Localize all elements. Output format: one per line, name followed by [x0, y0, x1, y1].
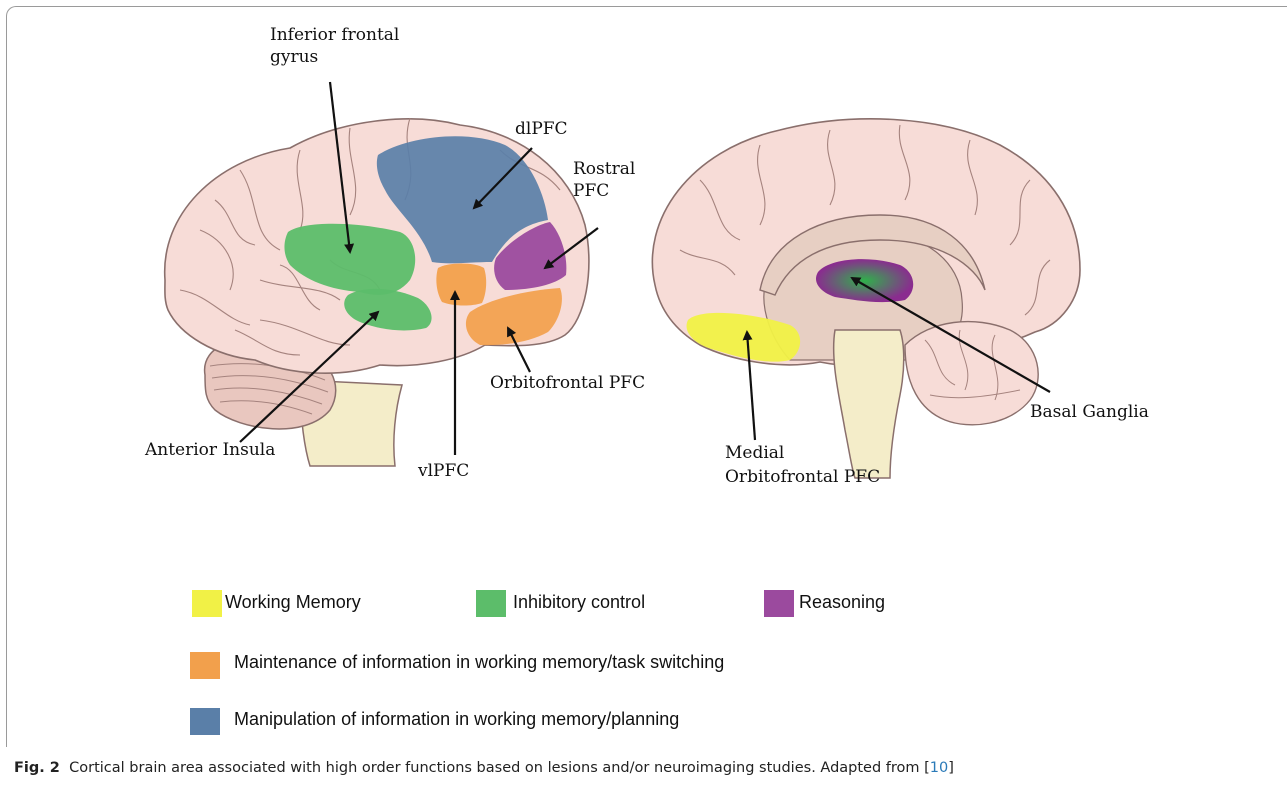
- region-vlpfc: [436, 264, 486, 306]
- label-anterior-insula: Anterior Insula: [144, 440, 275, 460]
- label-vlpfc: vlPFC: [417, 461, 469, 481]
- label-medial-ofc-line1: Medial: [725, 443, 784, 463]
- medial-brainstem: [834, 330, 904, 478]
- figure-caption: Fig. 2 Cortical brain area associated wi…: [14, 760, 954, 776]
- legend-swatch-working-memory: [192, 590, 222, 617]
- legend-swatch-manipulation: [190, 708, 220, 735]
- label-basal-ganglia: Basal Ganglia: [1030, 402, 1149, 422]
- label-orbitofrontal: Orbitofrontal PFC: [490, 373, 645, 393]
- caption-fig-number: Fig. 2: [14, 760, 60, 776]
- legend-label-inhibitory-control: Inhibitory control: [513, 592, 645, 613]
- legend-swatch-inhibitory-control: [476, 590, 506, 617]
- legend-label-manipulation: Manipulation of information in working m…: [234, 709, 679, 730]
- brain-diagram: Inferior frontal gyrus dlPFC Rostral PFC…: [0, 0, 1287, 560]
- label-inferior-frontal-line1: Inferior frontal: [270, 25, 399, 45]
- caption-reference-link[interactable]: 10: [930, 760, 948, 776]
- caption-text: Cortical brain area associated with high…: [69, 760, 930, 776]
- legend-label-maintenance: Maintenance of information in working me…: [234, 652, 724, 673]
- legend-swatch-maintenance: [190, 652, 220, 679]
- label-rostral-line1: Rostral: [573, 159, 635, 179]
- label-inferior-frontal-line2: gyrus: [270, 47, 318, 67]
- caption-bracket-end: ]: [948, 760, 954, 776]
- lateral-brain: [165, 118, 589, 466]
- label-dlpfc: dlPFC: [515, 119, 568, 139]
- legend-label-working-memory: Working Memory: [225, 592, 361, 613]
- label-rostral-line2: PFC: [573, 181, 609, 201]
- legend-swatch-reasoning: [764, 590, 794, 617]
- label-medial-ofc-line2: Orbitofrontal PFC: [725, 467, 880, 487]
- legend-label-reasoning: Reasoning: [799, 592, 885, 613]
- medial-brain: [652, 119, 1080, 478]
